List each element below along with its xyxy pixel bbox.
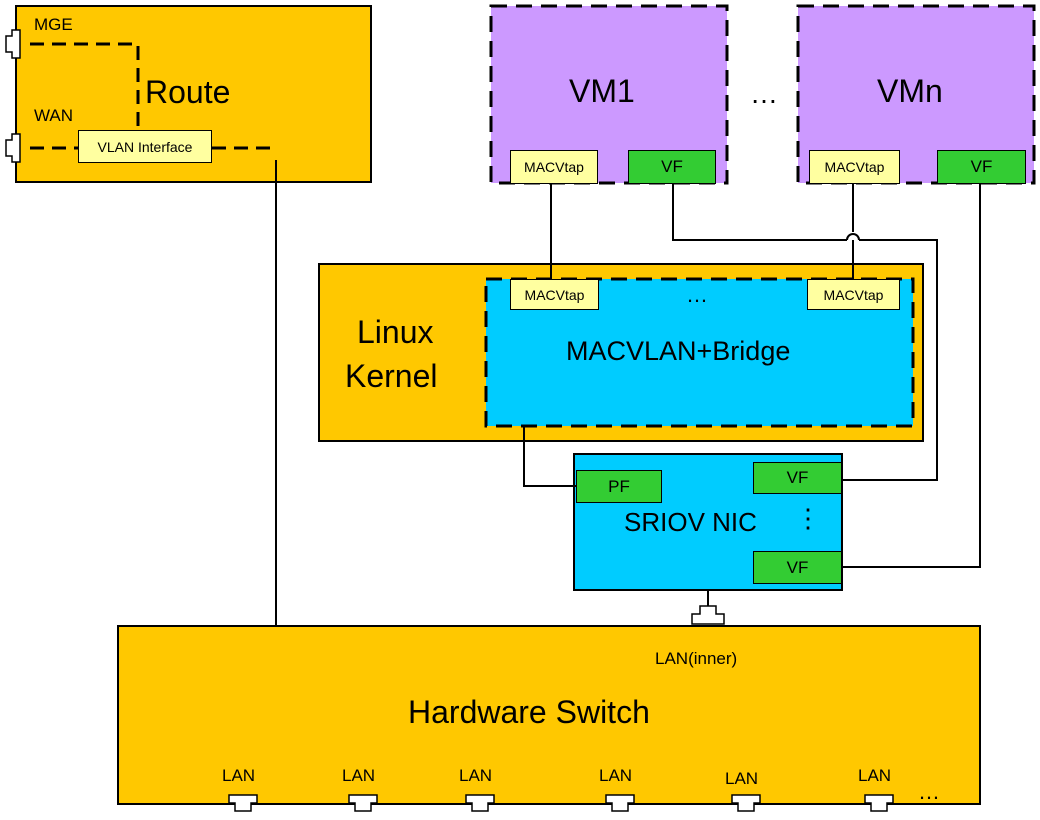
macvlan-bridge-title: MACVLAN+Bridge xyxy=(566,336,791,366)
lan-port-label: LAN xyxy=(725,769,759,788)
bridge-macvtap-left: MACVtap xyxy=(510,279,599,310)
vm1-vf: VF xyxy=(628,150,716,184)
lan-port-label: LAN xyxy=(599,766,633,785)
ethernet-port-icon xyxy=(5,29,21,59)
sriov-nic-title: SRIOV NIC xyxy=(624,507,757,537)
sriov-vf-vdots: ⋮ xyxy=(795,503,821,533)
bridge-macvtap-right: MACVtap xyxy=(807,279,900,310)
vm-ellipsis: … xyxy=(750,78,778,109)
sriov-vf-top: VF xyxy=(753,462,842,494)
bridge-ellipsis: … xyxy=(686,282,708,307)
ethernet-port-icon xyxy=(731,794,761,812)
vm1-vf-link xyxy=(672,183,938,481)
lan-inner-label: LAN(inner) xyxy=(655,649,738,668)
linux-kernel-title-line1: Linux xyxy=(357,314,434,350)
ethernet-port-icon xyxy=(465,794,495,812)
hardware-switch-box xyxy=(117,625,981,805)
lan-port-label: LAN xyxy=(342,766,376,785)
ethernet-port-icon xyxy=(228,794,258,812)
lan-port-label: LAN xyxy=(222,766,256,785)
route-wan-label: WAN xyxy=(34,106,74,125)
vlan-interface-label: VLAN Interface xyxy=(78,130,212,163)
linux-kernel-title-line2: Kernel xyxy=(345,358,438,394)
ethernet-port-icon xyxy=(348,794,378,812)
vmn-macvtap-link-hop xyxy=(846,233,860,241)
sriov-pf: PF xyxy=(576,470,662,503)
vm1-title: VM1 xyxy=(569,73,635,109)
ethernet-port-icon xyxy=(864,794,894,812)
vmn-vf-link xyxy=(842,183,981,568)
sriov-vf-bottom: VF xyxy=(753,551,842,584)
lan-ports-ellipsis: … xyxy=(918,779,940,804)
route-mge-label: MGE xyxy=(34,15,73,34)
route-title: Route xyxy=(145,74,231,110)
vmn-macvtap: MACVtap xyxy=(809,150,900,184)
hardware-switch-title: Hardware Switch xyxy=(408,694,650,730)
ethernet-port-icon xyxy=(691,605,725,625)
vmn-vf: VF xyxy=(937,150,1026,184)
bridge-to-pf-link xyxy=(523,426,576,487)
lan-port-label: LAN xyxy=(858,766,892,785)
ethernet-port-icon xyxy=(5,133,21,163)
lan-port-label: LAN xyxy=(459,766,493,785)
vm1-macvtap: MACVtap xyxy=(510,150,598,184)
route-mge-path xyxy=(30,42,140,128)
vmn-title: VMn xyxy=(877,73,943,109)
ethernet-port-icon xyxy=(605,794,635,812)
